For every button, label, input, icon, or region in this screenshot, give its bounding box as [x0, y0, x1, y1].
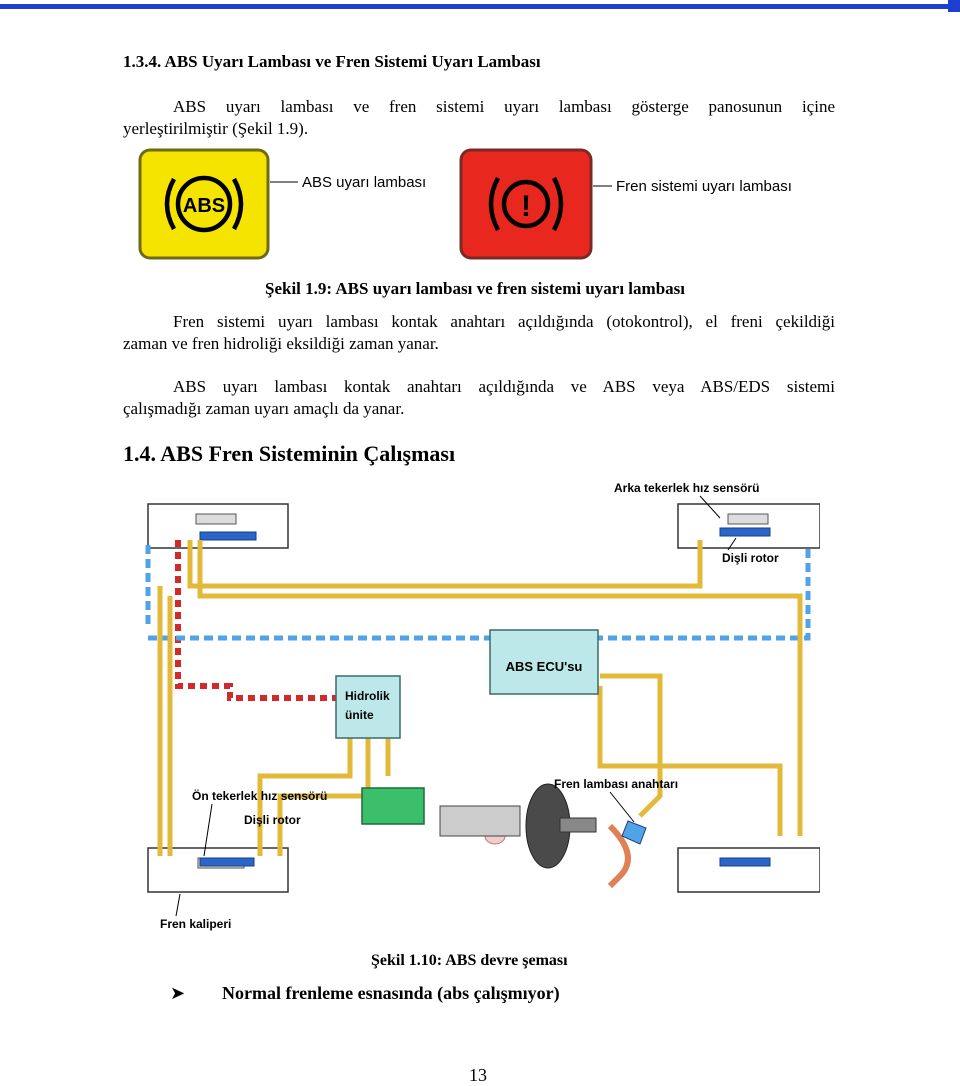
brake-lamp-text: ! [521, 190, 531, 223]
para3-line2: çalışmadığı zaman uyarı amaçlı da yanar. [123, 399, 405, 418]
heading-1-4: 1.4. ABS Fren Sisteminin Çalışması [123, 441, 456, 466]
rear-sensor-leader [699, 495, 721, 519]
caliper-label: Fren kaliperi [160, 917, 231, 931]
ecu-label: ABS ECU'su [506, 659, 583, 674]
abs-ecu: ABS ECU'su [489, 629, 599, 695]
brake-lamp-label: Fren sistemi uyarı lambası [616, 178, 792, 195]
arrowhead-icon: ➤ [170, 983, 186, 1003]
rear-lower-wheel-assembly [677, 847, 820, 893]
figure-1-9: ABS ABS uyarı lambası ! Fren sistemi uya… [138, 148, 792, 260]
abs-warning-lamp: ABS [138, 148, 270, 260]
abs-lamp-label: ABS uyarı lambası [302, 174, 426, 191]
para1-line1: ABS uyarı lambası ve fren sistemi uyarı … [173, 97, 835, 116]
figure-1-9-caption: Şekil 1.9: ABS uyarı lambası ve fren sis… [265, 279, 685, 298]
brake-switch-leader [609, 791, 635, 823]
front-rotor-label: Dişli rotor [244, 813, 301, 827]
top-rule [0, 4, 960, 9]
front-left-wheel-assembly [147, 503, 289, 549]
brake-pedal [607, 823, 631, 889]
rear-right-wheel-assembly [677, 503, 820, 549]
brake-switch-label: Fren lambası anahtarı [554, 777, 678, 791]
bullet-text: Normal frenleme esnasında (abs çalışmıyo… [222, 983, 560, 1003]
hydraulic-label-1: Hidrolik [345, 689, 390, 703]
yellow-wires [157, 540, 803, 856]
rear-rotor-leader [727, 537, 737, 551]
blue-line-right [580, 548, 811, 641]
front-sensor-leader [203, 803, 213, 857]
para1-line2: yerleştirilmiştir (Şekil 1.9). [123, 119, 309, 138]
abs-lamp-text: ABS [183, 195, 225, 217]
para2-line2: zaman ve fren hidroliği eksildiği zaman … [123, 334, 439, 353]
hydraulic-label-2: ünite [345, 708, 374, 722]
brake-warning-lamp: ! [459, 148, 593, 260]
red-hydraulic-line [175, 540, 345, 701]
para3-line1: ABS uyarı lambası kontak anahtarı açıldı… [173, 377, 835, 396]
master-cylinder [361, 787, 425, 825]
caliper-leader [175, 893, 181, 917]
figure-1-10-caption: Şekil 1.10: ABS devre şeması [371, 952, 568, 969]
brake-switch [621, 820, 647, 845]
page-number: 13 [469, 1065, 487, 1085]
rear-rotor-label: Dişli rotor [722, 551, 779, 565]
hydraulic-unit: Hidrolik ünite [335, 675, 401, 739]
figure-1-10: ABS ECU'su Hidrolik ünite Arka tekerlek … [145, 481, 820, 931]
corner-square [948, 0, 960, 12]
brake-booster [439, 783, 597, 869]
page-top-bar [0, 0, 960, 12]
rear-sensor-label: Arka tekerlek hız sensörü [614, 481, 759, 495]
section-heading: 1.3.4. ABS Uyarı Lambası ve Fren Sistemi… [123, 52, 541, 71]
para2-line1: Fren sistemi uyarı lambası kontak anahta… [173, 312, 835, 331]
front-sensor-label: Ön tekerlek hız sensörü [192, 788, 327, 803]
